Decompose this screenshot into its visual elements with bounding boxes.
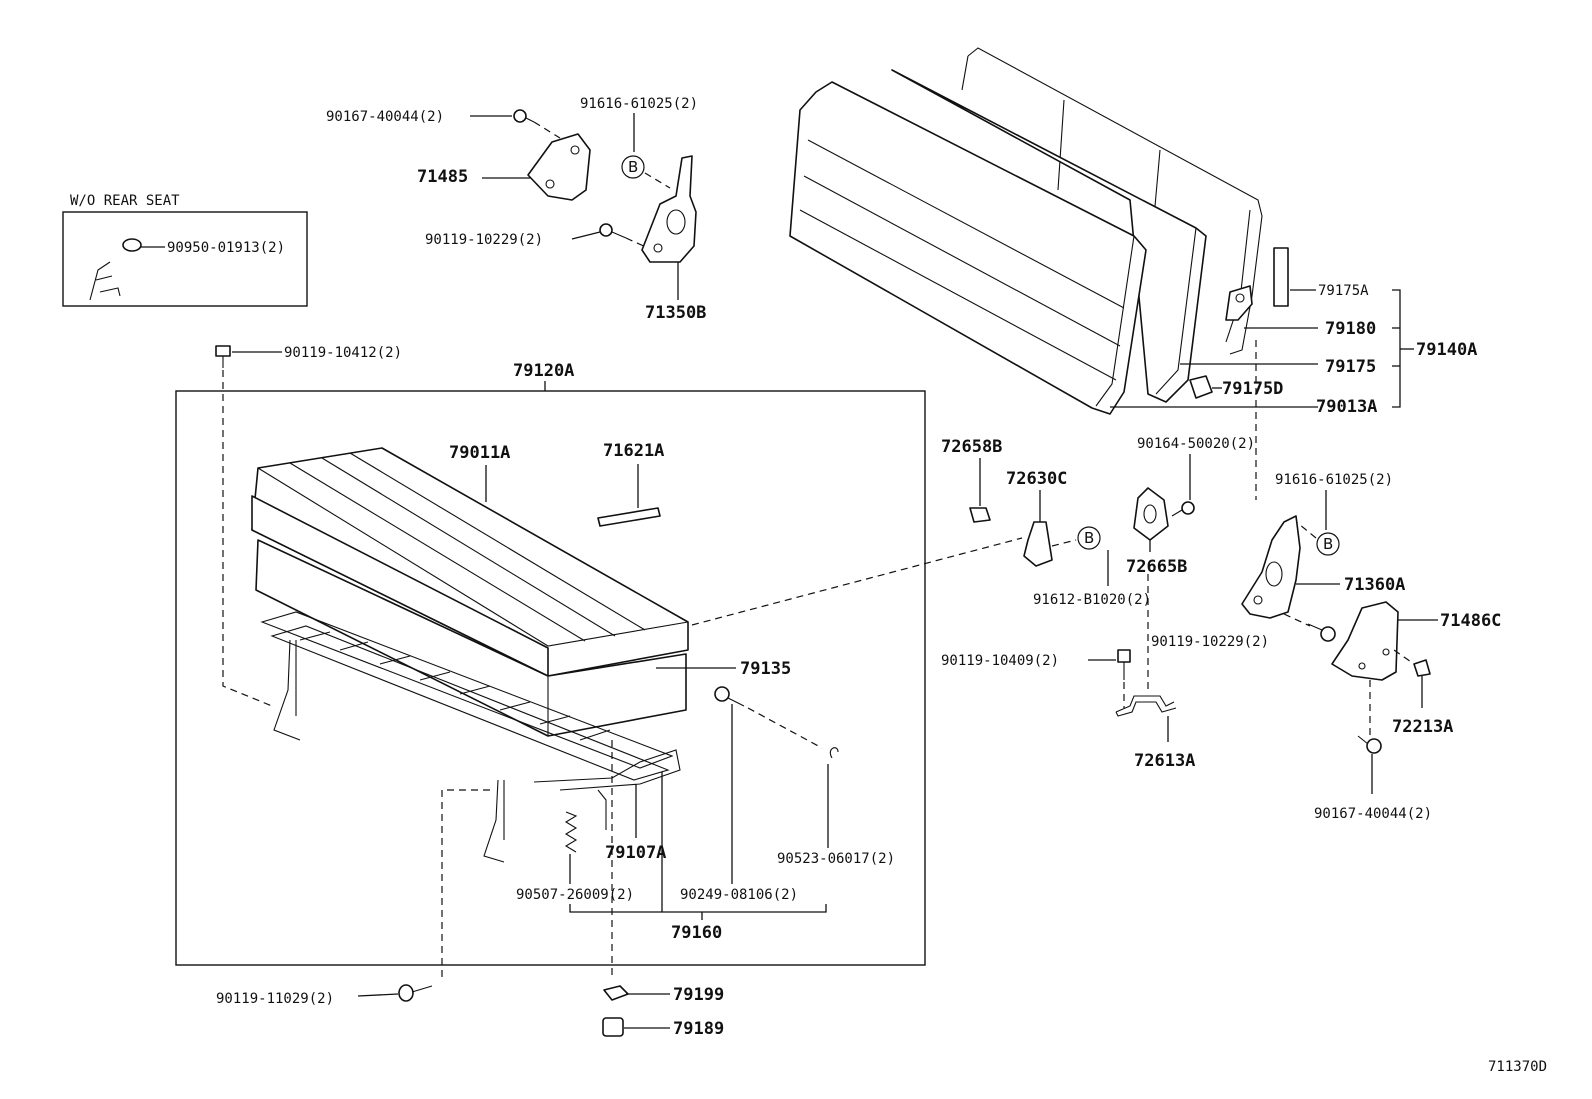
cap-icon [603,985,629,1001]
bolt-icon [1307,623,1336,642]
frame-pad-label: 79135 [740,659,791,679]
inset-title: W/O REAR SEAT [70,193,180,209]
right-hinge-icon [1241,515,1301,619]
cap-icon [1413,659,1431,677]
hinge-cover-icon [1331,601,1399,681]
seatback-cover-label: 79013A [1316,397,1377,417]
rear-bolt-group: 90119-10412(2) [215,345,402,707]
belt-group: 72658B 72630C B 91612-B1020(2) 90164-500… [941,436,1255,771]
right-cover-label: 71486C [1440,611,1501,631]
bolt-icon [1171,501,1195,517]
bolt-icon [599,223,627,239]
label-part-label: 71621A [603,441,664,461]
left-bolt-label: 90119-10229(2) [425,232,543,248]
seat-cushion-group: 79120A 79011A 71621A 79135 [175,361,1023,980]
label-strip-icon [1273,247,1289,307]
svg-text:B: B [628,158,638,176]
bracket-icon [1023,521,1053,567]
left-pin-label: 91616-61025(2) [580,96,698,112]
strap-icon [1115,695,1177,717]
cap-label: 79199 [673,985,724,1005]
belt-strap-label: 72613A [1134,751,1195,771]
left-hinge-group: 90167-40044(2) 91616-61025(2) B 71485 90… [326,96,706,323]
seat-frame-icon [260,611,681,863]
right-cap-label: 72213A [1392,717,1453,737]
right-hinge-label: 71360A [1344,575,1405,595]
ref-b-circle-left: B [621,155,645,179]
cap-icon [969,507,991,523]
cushion-label: 79011A [449,443,510,463]
clip-label: 90523-06017(2) [777,851,895,867]
seatback-board-label: 79175 [1325,357,1376,377]
right-bolt-label: 90119-10229(2) [1151,634,1269,650]
bolt-icon [1117,649,1131,680]
rear-bolt-label: 90119-10412(2) [284,345,402,361]
bolt-icon [215,345,231,368]
spring-icon [564,811,578,853]
right-hinge-group: 91616-61025(2) B 71360A 90119-10229(2) 7… [1151,472,1501,822]
ref-b-circle-belt: B [1077,526,1101,550]
seatback-board-icon [891,69,1207,403]
seatback-group-label: 79140A [1416,340,1477,360]
inset-plug-icon [89,238,142,301]
left-cover-label: 71485 [417,167,468,187]
front-bolt-label: 90119-11029(2) [216,991,334,1007]
right-screw-label: 90167-40044(2) [1314,806,1432,822]
pin-label: 90249-08106(2) [680,887,798,903]
belt-side-bolt-label: 91612-B1020(2) [1033,592,1151,608]
belt-top-bolt-label: 90164-50020(2) [1137,436,1255,452]
stopper-label: 79189 [673,1019,724,1039]
front-bolt-group: 90119-11029(2) [216,984,433,1007]
seatback-group: 79175A 79180 79175 79175D 79013A 79140A [789,47,1477,500]
cap-group: 79199 79189 [602,985,724,1039]
screw-icon [1357,735,1382,754]
svg-text:B: B [1084,529,1094,547]
spring-hook-icon [597,789,607,830]
lock-icon [1189,375,1213,399]
seatback-cushion-icon [789,81,1147,415]
pin-icon [714,686,745,707]
belt-cap-label: 72658B [941,437,1002,457]
anchor-icon [1133,487,1169,541]
frame-pad-icon [255,539,687,737]
diagram-code: 711370D [1488,1059,1547,1075]
clip-icon [829,747,839,759]
seatback-hinge-icon [1225,285,1253,321]
seatback-hinge-label: 79180 [1325,319,1376,339]
inset-part-label: 90950-01913(2) [167,240,285,256]
spring-hook-label: 79107A [605,843,666,863]
cushion-group-label: 79120A [513,361,574,381]
hinge-cover-icon [527,133,591,201]
belt-bracket-label: 72630C [1006,469,1067,489]
left-screw-label: 90167-40044(2) [326,109,444,125]
left-hinge-label: 71350B [645,303,706,323]
frame-assy-label: 79160 [671,923,722,943]
belt-low-bolt-label: 90119-10409(2) [941,653,1059,669]
inset-panel: W/O REAR SEAT 90950-01913(2) [62,193,308,307]
screw-icon [513,109,535,123]
bolt-icon [398,984,433,1002]
label-plate-icon [597,507,661,527]
ref-b-circle-right: B [1316,532,1340,556]
seat-cushion-icon [251,447,689,677]
belt-anchor-label: 72665B [1126,557,1187,577]
svg-text:B: B [1323,535,1333,553]
seatback-lock-label: 79175D [1222,379,1283,399]
left-hinge-icon [641,155,697,263]
seatback-label-label: 79175A [1318,283,1369,299]
stopper-icon [602,1017,624,1037]
right-pin-label: 91616-61025(2) [1275,472,1393,488]
spring-label: 90507-26009(2) [516,887,634,903]
